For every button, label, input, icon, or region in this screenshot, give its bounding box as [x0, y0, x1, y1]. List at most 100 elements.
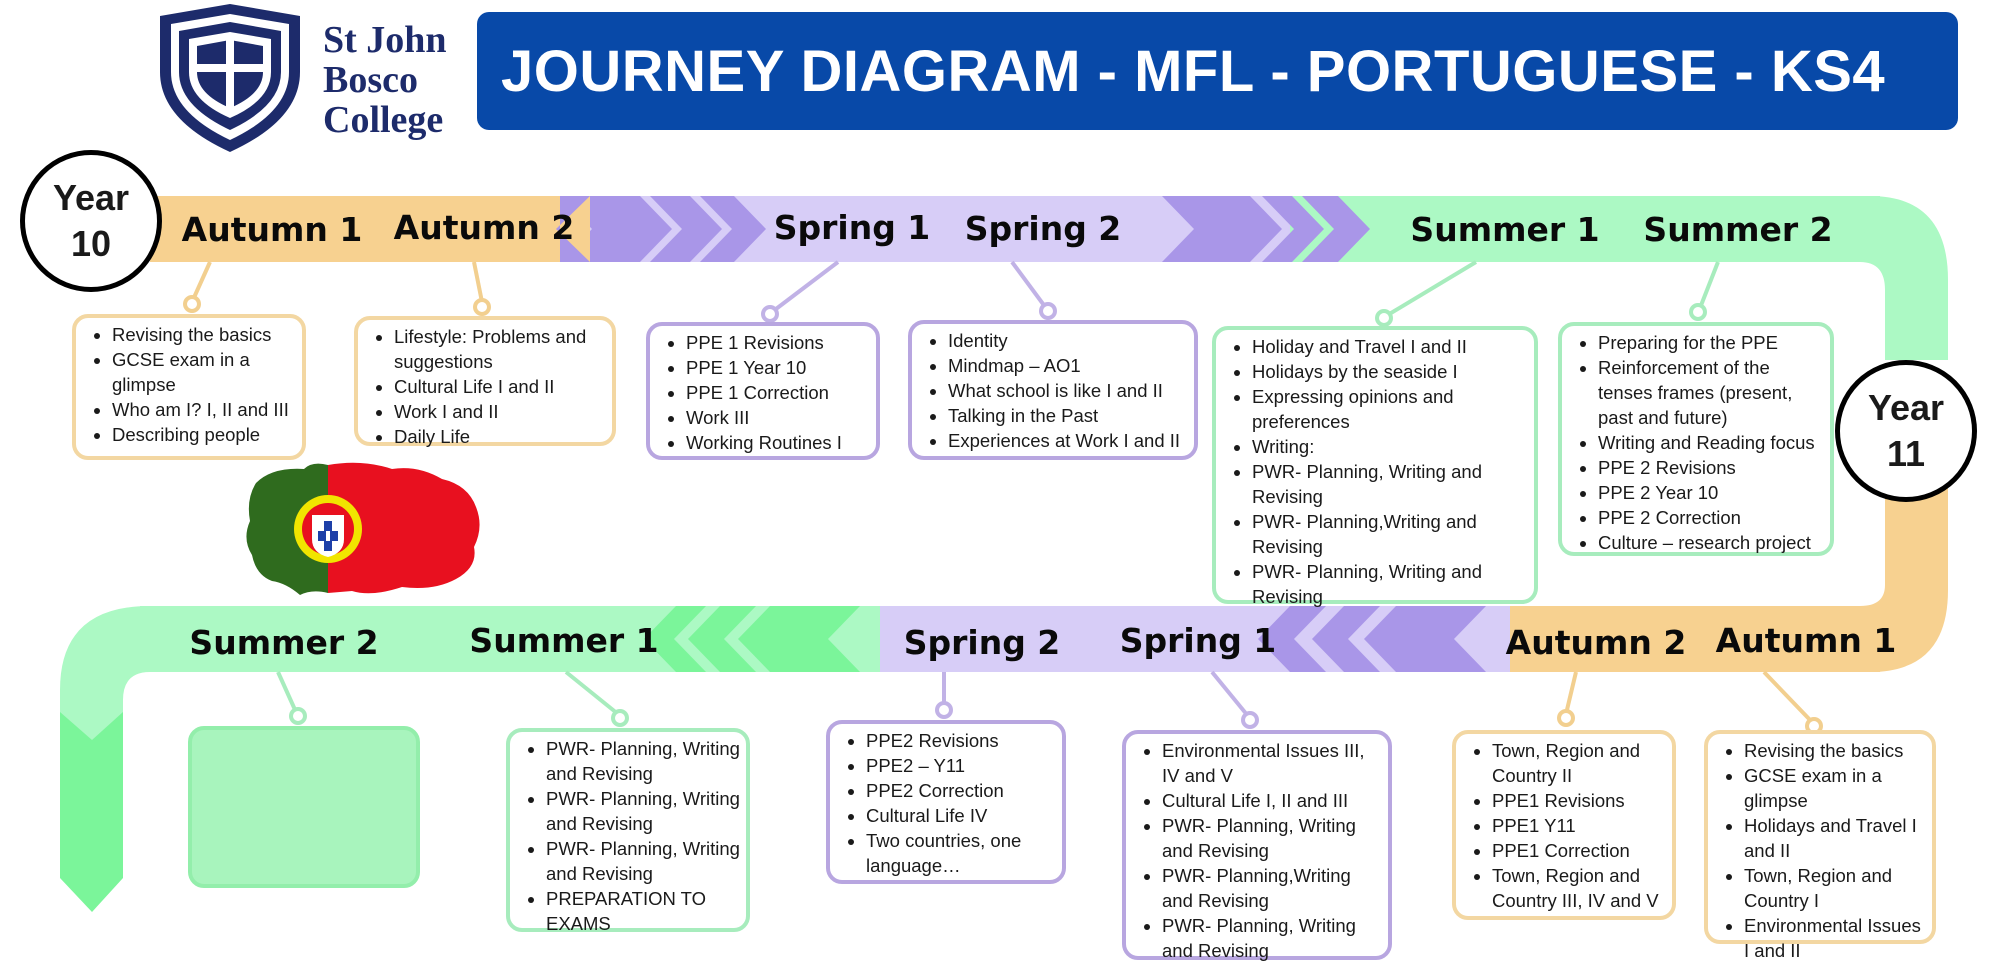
topic-item: Two countries, one language…: [866, 828, 1056, 878]
bottom-chevrons-spring: [1258, 606, 1486, 672]
topic-box-y10-spring-1: PPE 1 RevisionsPPE 1 Year 10PPE 1 Correc…: [646, 322, 880, 460]
term-label-top-autumn-1: Autumn 1: [181, 210, 363, 249]
topic-box-y10-summer-2: Preparing for the PPEReinforcement of th…: [1558, 322, 1834, 556]
term-label-bottom-autumn-2: Autumn 2: [1505, 623, 1687, 662]
topic-item: PWR- Planning, Writing and Revising: [1162, 813, 1382, 863]
topic-item: Holiday and Travel I and II: [1252, 334, 1528, 359]
topic-item: PPE 1 Revisions: [686, 330, 870, 355]
topic-item: PWR- Planning, Writing and Revising: [546, 736, 740, 786]
topic-item: PWR- Planning,Writing and Revising: [1252, 509, 1528, 559]
topic-item: PPE 2 Correction: [1598, 505, 1824, 530]
header-banner: JOURNEY DIAGRAM - MFL - PORTUGUESE - KS4: [477, 12, 1958, 130]
topic-item: Holidays and Travel I and II: [1744, 813, 1926, 863]
year-10-badge: Year 10: [20, 150, 162, 292]
left-curve: [60, 606, 150, 720]
topic-item: Identity: [948, 328, 1188, 353]
top-summer-band: [1290, 196, 1880, 262]
topic-item: Revising the basics: [112, 322, 296, 347]
topic-box-y10-autumn-1: Revising the basicsGCSE exam in a glimps…: [72, 314, 306, 460]
topic-item: Cultural Life I, II and III: [1162, 788, 1382, 813]
school-logo: St John Bosco College: [155, 2, 465, 152]
topic-item: Daily Life: [394, 424, 606, 449]
school-name-line2: Bosco: [323, 59, 418, 101]
topic-item: PPE1 Revisions: [1492, 788, 1666, 813]
topic-item: Town, Region and Country II: [1492, 738, 1666, 788]
school-name-line1: St John: [323, 19, 447, 61]
year-11-label: Year: [1867, 387, 1945, 428]
topic-item: PWR- Planning, Writing and Revising: [1252, 559, 1528, 609]
top-chevrons-summer: [1162, 196, 1370, 262]
topic-item: Holidays by the seaside I: [1252, 359, 1528, 384]
topic-item: Writing:: [1252, 434, 1528, 459]
topic-box-y10-spring-2: IdentityMindmap – AO1What school is like…: [908, 320, 1198, 460]
topic-item: Work III: [686, 405, 870, 430]
term-label-bottom-summer-1: Summer 1: [469, 621, 659, 660]
topic-item: What school is like I and II: [948, 378, 1188, 403]
year-10-label: Year: [52, 177, 130, 218]
year-11-badge: Year 11: [1835, 360, 1977, 502]
topic-item: PPE2 – Y11: [866, 753, 1056, 778]
topic-item: Cultural Life IV: [866, 803, 1056, 828]
topic-item: PPE1 Y11: [1492, 813, 1666, 838]
shield-cross-icon: [160, 4, 300, 152]
topic-item: PWR- Planning, Writing and Revising: [1162, 913, 1382, 963]
topic-item: Who am I? I, II and III: [112, 397, 296, 422]
topic-item: PPE 2 Year 10: [1598, 480, 1824, 505]
term-label-top-summer-2: Summer 2: [1643, 210, 1833, 249]
topic-item: Cultural Life I and II: [394, 374, 606, 399]
topic-box-y11-autumn-1: Revising the basicsGCSE exam in a glimps…: [1704, 730, 1936, 961]
topic-item: PWR- Planning, Writing and Revising: [546, 786, 740, 836]
term-label-bottom-summer-2: Summer 2: [189, 623, 379, 662]
bottom-autumn-band: [1480, 606, 1880, 672]
topic-item: Experiences at Work I and II: [948, 428, 1188, 453]
topic-item: Talking in the Past: [948, 403, 1188, 428]
term-label-top-spring-1: Spring 1: [773, 208, 931, 247]
portugal-flag-icon: [246, 462, 480, 595]
topic-item: Environmental Issues I and II: [1744, 913, 1926, 963]
topic-item: Town, Region and Country I: [1744, 863, 1926, 913]
right-curve-top: [1860, 196, 1948, 360]
topic-item: GCSE exam in a glimpse: [112, 347, 296, 397]
term-label-bottom-spring-1: Spring 1: [1119, 621, 1277, 660]
term-label-top-spring-2: Spring 2: [964, 209, 1122, 248]
right-curve-bottom: [1860, 500, 1948, 672]
end-arrow: [60, 712, 123, 912]
bottom-connectors: [276, 670, 1823, 735]
end-arrow-notch: [60, 712, 123, 740]
topic-box-y11-summer-1: PWR- Planning, Writing and RevisingPWR- …: [506, 728, 750, 934]
topic-item: Writing and Reading focus: [1598, 430, 1824, 455]
topic-box-y11-spring-1: Environmental Issues III, IV and VCultur…: [1122, 730, 1392, 963]
topic-item: Town, Region and Country III, IV and V: [1492, 863, 1666, 913]
top-chevrons-spring: [556, 196, 766, 262]
topic-item: Lifestyle: Problems and suggestions: [394, 324, 606, 374]
topic-item: PWR- Planning, Writing and Revising: [1252, 459, 1528, 509]
topic-item: PPE2 Correction: [866, 778, 1056, 803]
topic-box-y10-summer-1: Holiday and Travel I and IIHolidays by t…: [1212, 326, 1538, 607]
topic-item: Preparing for the PPE: [1598, 330, 1824, 355]
topic-item: PPE 2 Revisions: [1598, 455, 1824, 480]
topic-item: Mindmap – AO1: [948, 353, 1188, 378]
topic-item: PPE2 Revisions: [866, 728, 1056, 753]
bottom-chevrons-summer: [644, 606, 860, 672]
topic-item: PWR- Planning,Writing and Revising: [1162, 863, 1382, 913]
topic-item: Culture – research project: [1598, 530, 1824, 555]
topic-item: Working Routines I: [686, 430, 870, 455]
topic-box-y11-spring-2: PPE2 RevisionsPPE2 – Y11PPE2 CorrectionC…: [826, 720, 1066, 884]
topic-item: Revising the basics: [1744, 738, 1926, 763]
term-label-top-autumn-2: Autumn 2: [393, 208, 575, 247]
top-autumn-band: [150, 196, 590, 262]
page-title: JOURNEY DIAGRAM - MFL - PORTUGUESE - KS4: [501, 38, 1886, 104]
topic-box-y11-autumn-2: Town, Region and Country IIPPE1 Revision…: [1452, 730, 1676, 920]
year-11-number: 11: [1886, 433, 1926, 474]
year-10-number: 10: [70, 223, 112, 264]
term-label-bottom-autumn-1: Autumn 1: [1715, 621, 1897, 660]
topic-item: Environmental Issues III, IV and V: [1162, 738, 1382, 788]
topic-item: PWR- Planning, Writing and Revising: [546, 836, 740, 886]
topic-item: Reinforcement of the tenses frames (pres…: [1598, 355, 1824, 430]
topic-item: Work I and II: [394, 399, 606, 424]
topic-item: PPE1 Correction: [1492, 838, 1666, 863]
school-name: St John Bosco College: [323, 20, 447, 140]
topic-box-y10-autumn-2: Lifestyle: Problems and suggestionsCultu…: [354, 316, 616, 449]
topic-item: Describing people: [112, 422, 296, 447]
topic-item: PPE 1 Correction: [686, 380, 870, 405]
